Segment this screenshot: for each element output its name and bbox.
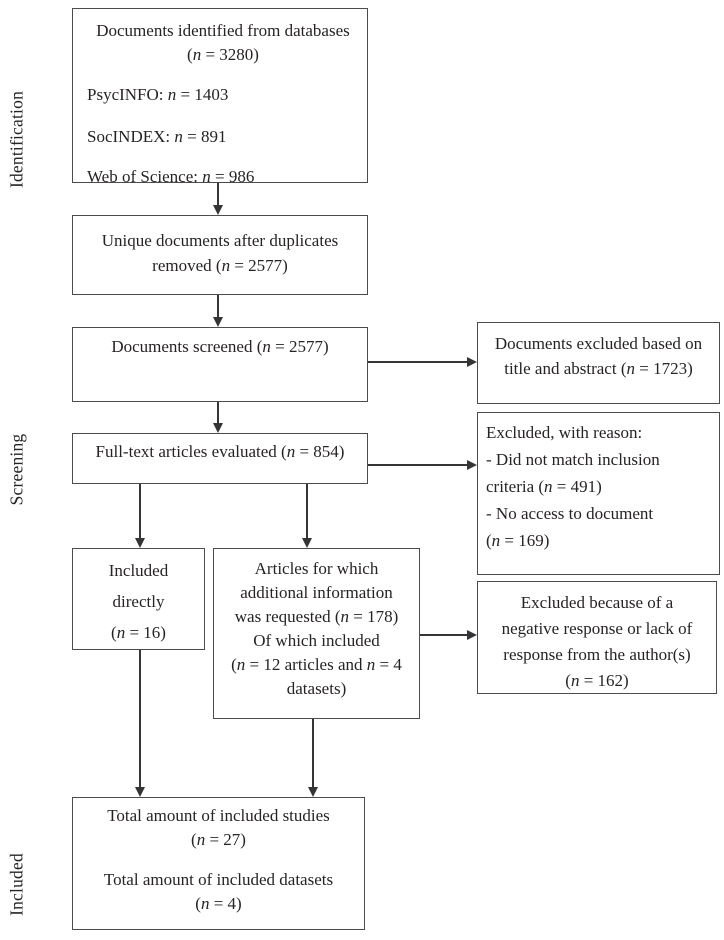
box-text-line: (n = 27)	[191, 830, 246, 849]
box-text-line: PsycINFO: n = 1403	[87, 85, 229, 104]
box-text-line: criteria (n = 491)	[486, 477, 602, 496]
box-text-line: negative response or lack of	[501, 619, 693, 638]
box-text-line: (n = 169)	[486, 531, 550, 550]
additional-information-box: Articles for which additional information…	[213, 548, 420, 719]
stage-label-included: Included	[6, 853, 27, 916]
excluded-negative-response-box: Excluded because of a negative response o…	[477, 581, 717, 694]
box-text-line: SocINDEX: n = 891	[87, 127, 227, 146]
arrow-additional-to-total-head	[307, 787, 318, 797]
arrow-screened-to-fulltext	[217, 402, 219, 425]
box-text-line: - No access to document	[486, 504, 654, 523]
box-text-line: Unique documents after duplicates	[101, 231, 339, 250]
excluded-with-reason-box: Excluded, with reason: - Did not match in…	[477, 412, 720, 575]
box-text-line: Full-text articles evaluated (n = 854)	[95, 442, 345, 461]
arrow-direct-to-total	[139, 650, 141, 789]
total-included-box: Total amount of included studies (n = 27)…	[72, 797, 365, 930]
box-text-line: Total amount of included studies	[107, 806, 330, 825]
box-text-line: Total amount of included datasets	[103, 870, 334, 889]
box-text-line: (n = 16)	[111, 623, 166, 642]
excluded-title-abstract-box: Documents excluded based on title and abs…	[477, 322, 720, 404]
arrow-direct-to-total-head	[134, 787, 145, 797]
arrow-screened-to-fulltext-head	[212, 423, 223, 433]
box-text-line: response from the author(s)	[503, 645, 691, 664]
documents-screened-box: Documents screened (n = 2577)	[72, 327, 368, 402]
box-text-line: Articles for which	[254, 559, 379, 578]
arrow-identified-to-unique	[217, 183, 219, 207]
box-text-line: (n = 162)	[565, 671, 629, 690]
box-text-line: Excluded, with reason:	[486, 423, 643, 442]
box-text-line: Of which included	[253, 631, 380, 650]
box-text-line: (n = 3280)	[187, 45, 259, 64]
box-text-line: Documents identified from databases	[96, 21, 350, 40]
arrow-additional-to-excluded-head	[467, 629, 477, 640]
arrow-fulltext-to-additional	[306, 484, 308, 540]
box-text-line: Web of Science: n = 986	[87, 167, 255, 186]
box-text-line: Excluded because of a	[520, 593, 674, 612]
fulltext-evaluated-box: Full-text articles evaluated (n = 854)	[72, 433, 368, 484]
box-text-line: (n = 12 articles and n = 4	[231, 655, 402, 674]
arrow-unique-to-screened	[217, 295, 219, 319]
arrow-fulltext-to-excluded	[368, 464, 469, 466]
unique-documents-box: Unique documents after duplicates removed…	[72, 215, 368, 295]
arrow-fulltext-to-direct-head	[134, 538, 145, 548]
box-text-line: Documents excluded based on	[494, 334, 703, 353]
box-text-line: was requested (n = 178)	[234, 607, 399, 626]
box-text-line: datasets)	[286, 679, 347, 698]
arrow-fulltext-to-direct	[139, 484, 141, 540]
stage-label-identification: Identification	[6, 90, 27, 189]
box-text-line: Included	[108, 561, 169, 580]
arrow-screened-to-excluded-head	[467, 356, 477, 367]
arrow-identified-to-unique-head	[212, 205, 223, 215]
arrow-fulltext-to-excluded-head	[467, 459, 477, 470]
box-text-line: Documents screened (n = 2577)	[111, 337, 329, 356]
arrow-fulltext-to-additional-head	[301, 538, 312, 548]
box-text-line: removed (n = 2577)	[152, 256, 288, 275]
box-text-line: title and abstract (n = 1723)	[504, 359, 693, 378]
box-text-line: - Did not match inclusion	[486, 450, 660, 469]
identified-box: Documents identified from databases (n = …	[72, 8, 368, 186]
arrow-unique-to-screened-head	[212, 317, 223, 327]
box-text-line: additional information	[240, 583, 393, 602]
arrow-screened-to-excluded	[368, 361, 469, 363]
box-text-line: (n = 4)	[195, 894, 242, 913]
stage-label-screening: Screening	[6, 433, 27, 506]
box-text-line: directly	[112, 592, 165, 611]
included-directly-box: Included directly (n = 16)	[72, 548, 205, 650]
arrow-additional-to-total	[312, 719, 314, 789]
arrow-additional-to-excluded	[420, 634, 469, 636]
